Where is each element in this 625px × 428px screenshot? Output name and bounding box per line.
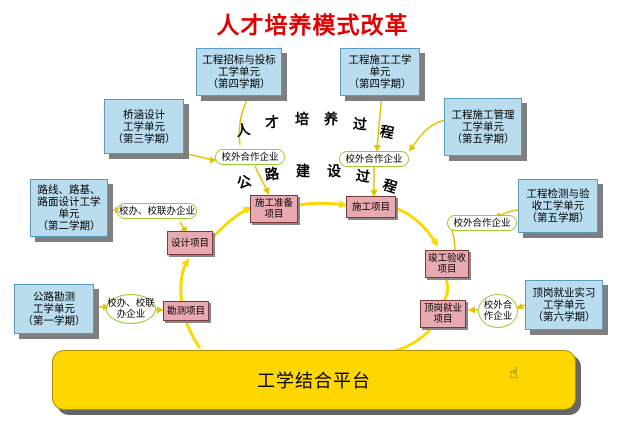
project-design: 设计项目 xyxy=(167,231,213,255)
unit-text-line: 单元 xyxy=(369,66,391,78)
unit-text-line: 工学单元 xyxy=(218,66,260,78)
unit-text-line: 顶岗就业实习 xyxy=(532,287,596,299)
coop-label: 校外合作企业 xyxy=(221,151,279,163)
coop-outside-enterprise-1: 校外合作企业 xyxy=(215,149,285,165)
unit-text-line: 工程检测与验 xyxy=(526,188,590,200)
unit-text-line: 工程招标与投标 xyxy=(202,54,276,66)
unit-text-line: 路线、路基、 xyxy=(37,184,101,196)
platform-label: 工学结合平台 xyxy=(257,371,371,392)
unit-bridge-design: 桥涵设计 工学单元 （第三学期） xyxy=(104,99,184,154)
cycle-arrow-employment-platform xyxy=(389,328,432,354)
link-construction-unit xyxy=(373,94,383,152)
project-label: 顶岗就业 xyxy=(423,303,462,314)
arc-lower-char: 设 xyxy=(327,164,341,180)
coop-outside-enterprise-4: 校外合 作企业 xyxy=(478,294,518,328)
coop-label: 校办、校联 xyxy=(107,298,155,309)
arc-upper-char: 养 xyxy=(324,112,338,128)
unit-text-line: （第四学期） xyxy=(207,78,271,90)
unit-text-line: （第四学期） xyxy=(348,78,412,90)
cycle-arrow-prep-build xyxy=(298,200,347,209)
project-label: 项目 xyxy=(433,314,453,325)
page-title: 人才培养模式改革 xyxy=(216,12,409,39)
link-bidding-unit xyxy=(238,94,251,146)
unit-construction: 工程施工工学 单元 （第四学期） xyxy=(340,48,420,96)
arc-upper-char: 才 xyxy=(264,114,280,132)
arc-upper-char: 过 xyxy=(352,116,368,134)
project-label: 竣工验收 xyxy=(427,253,466,264)
unit-text-line: 公路勘测 xyxy=(33,291,75,303)
unit-text-line: 工程施工工学 xyxy=(348,54,412,66)
unit-text-line: （第一学期） xyxy=(22,315,86,327)
project-employment: 顶岗就业 项目 xyxy=(420,300,466,328)
coop-label: 校外合 xyxy=(483,300,513,311)
coop-label: 校外合作企业 xyxy=(453,217,511,229)
project-label: 项目 xyxy=(264,209,284,220)
link-management-unit xyxy=(408,119,446,152)
unit-text-line: （第六学期） xyxy=(532,311,596,323)
unit-text-line: 工学单元 xyxy=(543,299,585,311)
arc-lower-char: 路 xyxy=(264,166,281,184)
coop-outside-enterprise-2: 校外合作企业 xyxy=(339,151,409,167)
unit-text-line: 桥涵设计 xyxy=(123,108,165,121)
unit-text-line: （第二学期） xyxy=(37,220,101,232)
project-label: 项目 xyxy=(437,264,457,275)
arc-lower-char: 过 xyxy=(354,168,371,186)
project-construction: 施工项目 xyxy=(346,196,396,218)
cycle-arrow-build-acceptance xyxy=(394,206,439,247)
project-survey: 勘测项目 xyxy=(163,301,209,321)
unit-construction-management: 工程施工管理 工学单元 （第五学期） xyxy=(444,98,522,156)
coop-label: 作企业 xyxy=(483,311,513,322)
hand-pointer-icon: ☝ xyxy=(509,364,519,382)
unit-text-line: 单元 xyxy=(58,208,80,220)
arc-lower-char: 建 xyxy=(296,164,310,180)
unit-internship: 顶岗就业实习 工学单元 （第六学期） xyxy=(525,280,603,330)
unit-testing-acceptance: 工程检测与验 收工学单元 （第五学期） xyxy=(518,179,598,233)
project-label: 施工准备 xyxy=(254,198,293,209)
unit-text-line: 工学单元 xyxy=(123,120,165,133)
unit-bidding: 工程招标与投标 工学单元 （第四学期） xyxy=(196,48,282,96)
project-label: 施工项目 xyxy=(351,201,390,213)
unit-text-line: 工学单元 xyxy=(462,121,504,133)
unit-text-line: 收工学单元 xyxy=(531,200,585,212)
link-internship-unit xyxy=(516,302,526,310)
link-road-coop xyxy=(179,221,188,234)
unit-text-line: （第三学期） xyxy=(112,132,176,145)
cycle-arrow-design-prep xyxy=(210,206,252,240)
coop-school-run-enterprise-1: 校办、校联 办企业 xyxy=(106,294,156,324)
link-bridge-unit xyxy=(159,152,217,164)
project-construction-prep: 施工准备 项目 xyxy=(250,195,298,223)
unit-text-line: 工学单元 xyxy=(33,303,75,315)
unit-text-line: 工程施工管理 xyxy=(451,109,515,121)
project-label: 设计项目 xyxy=(170,237,209,249)
coop-label: 办企业 xyxy=(116,309,146,320)
unit-road-design: 路线、路基、 路面设计工学 单元 （第二学期） xyxy=(30,179,108,237)
coop-outside-enterprise-3: 校外合作企业 xyxy=(447,215,517,231)
work-study-platform: 工学结合平台 xyxy=(52,350,576,410)
project-completion-acceptance: 竣工验收 项目 xyxy=(425,250,469,278)
link-bridge-coop xyxy=(254,165,270,195)
arc-upper-char: 培 xyxy=(295,112,309,128)
unit-text-line: 路面设计工学 xyxy=(37,196,101,208)
unit-text-line: （第五学期） xyxy=(451,133,515,145)
coop-label: 校办、校联办企业 xyxy=(118,205,195,217)
coop-label: 校外合作企业 xyxy=(345,153,403,165)
unit-text-line: （第五学期） xyxy=(526,212,590,224)
unit-highway-survey: 公路勘测 工学单元 （第一学期） xyxy=(14,284,94,334)
coop-school-run-enterprise-2: 校办、校联办企业 xyxy=(117,203,197,219)
project-label: 勘测项目 xyxy=(166,305,205,317)
